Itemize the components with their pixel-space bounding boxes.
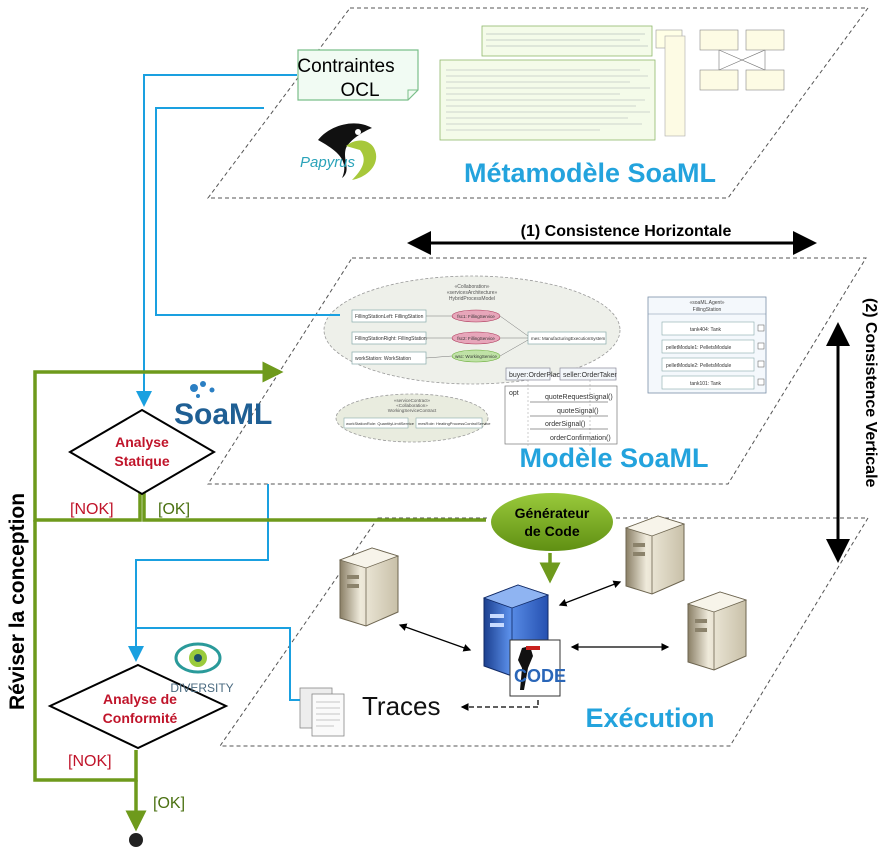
code-generator-node: Générateur de Code <box>489 491 615 553</box>
ok-label-2: [OK] <box>153 795 185 812</box>
conformity-analysis-decision: Analyse de Conformité <box>47 663 229 750</box>
model-role-seller: seller:OrderTaker <box>563 372 617 379</box>
model-part-2: FillingStationRight: FillingStation <box>355 336 427 342</box>
model-message-1: quoteRequestSignal() <box>545 394 613 401</box>
static-analysis-line2: Statique <box>114 453 169 469</box>
execution-layer <box>219 517 869 747</box>
metamodel-uml-screenshot <box>439 25 785 141</box>
final-node <box>129 833 143 847</box>
collab-bottom-stereotype2: «Collaboration» <box>396 403 428 408</box>
model-service-3: wsc: WorkingService <box>455 354 497 359</box>
vertical-consistency-label: (2) Consistence Verticale <box>862 298 879 488</box>
agent-part-2: pelletModule1: PelletsModule <box>666 345 732 351</box>
metamodel-layer <box>207 7 869 199</box>
soaml-logo: SoaML <box>174 381 272 431</box>
collab-bottom-stereotype: «serviceContract» <box>394 398 431 403</box>
ocl-constraints-note: Contraintes OCL <box>297 49 419 101</box>
static-analysis-line1: Analyse <box>115 434 169 450</box>
traces-label: Traces <box>362 691 441 721</box>
model-role-buyer: buyer:OrderPlacer <box>509 372 567 379</box>
collab-top-name: HybridProcessModel <box>449 296 495 302</box>
papyrus-logo: Papyrus <box>300 123 377 180</box>
model-message-4: orderConfirmation() <box>550 435 611 442</box>
model-service-2: fsc2: FillingService <box>457 336 495 341</box>
horizontal-consistency-label: (1) Consistence Horizontale <box>521 223 732 240</box>
metamodel-title: Métamodèle SoaML <box>464 158 716 188</box>
code-logo: CODE <box>509 639 566 697</box>
execution-links <box>398 580 670 711</box>
soaml-logo-text: SoaML <box>174 398 272 431</box>
code-logo-text: CODE <box>514 666 566 686</box>
ocl-note-line2: OCL <box>340 80 379 101</box>
agent-part-4: tank101: Tank <box>690 381 722 387</box>
collab-bottom-name: WorkingServiceContract <box>388 408 437 413</box>
nok-label-2: [NOK] <box>68 753 112 770</box>
nok-label-1: [NOK] <box>70 501 114 518</box>
ocl-note-line1: Contraintes <box>297 56 394 77</box>
blue-flow-lines <box>128 74 340 701</box>
code-generator-line2: de Code <box>524 523 579 539</box>
collab-bottom-part-1: workStationRole: QuantityLimitService <box>346 421 415 426</box>
revise-design-label: Réviser la conception <box>6 493 29 710</box>
server-icon <box>338 547 400 627</box>
model-opt-label: opt <box>509 390 519 397</box>
papyrus-logo-text: Papyrus <box>300 154 356 171</box>
collab-top-stereotype: «Collaboration» <box>454 284 489 290</box>
model-part-1: FillingStationLeft: FillingStation <box>355 314 424 320</box>
model-message-3: orderSignal() <box>545 421 585 428</box>
collab-bottom-part-2: mesRole: HeatingProcessControlService <box>418 421 491 426</box>
execution-title: Exécution <box>585 703 714 733</box>
traces-documents-icon <box>299 687 345 737</box>
model-title: Modèle SoaML <box>519 443 708 473</box>
ok-label-1: [OK] <box>158 501 190 518</box>
model-message-2: quoteSignal() <box>557 408 599 415</box>
server-icon <box>686 591 748 671</box>
diversity-logo: DIVERSITY <box>170 642 234 695</box>
green-flow-lines <box>33 361 561 832</box>
agent-part-3: pelletModule2: PelletsModule <box>666 363 732 369</box>
conformity-analysis-line1: Analyse de <box>103 691 177 707</box>
code-generator-line1: Générateur <box>515 505 590 521</box>
static-analysis-decision: Analyse Statique <box>68 408 216 496</box>
agent-part-1: tank404: Tank <box>690 327 722 333</box>
agent-stereotype: «soaML.Agent» <box>689 300 724 306</box>
collab-top-stereotype2: «servicesArchitecture» <box>447 290 498 296</box>
model-mes: mes: ManufacturingExecutionSystem <box>531 336 606 341</box>
conformity-analysis-line2: Conformité <box>103 710 178 726</box>
agent-name: FillingStation <box>693 307 722 313</box>
model-part-3: workStation: WorkStation <box>355 356 411 362</box>
diversity-logo-text: DIVERSITY <box>170 681 233 695</box>
model-service-1: fsc1: FillingService <box>457 314 495 319</box>
model-layer <box>207 257 867 485</box>
server-icon <box>624 515 686 595</box>
model-uml-screenshot: «Collaboration» «servicesArchitecture» H… <box>323 275 767 446</box>
